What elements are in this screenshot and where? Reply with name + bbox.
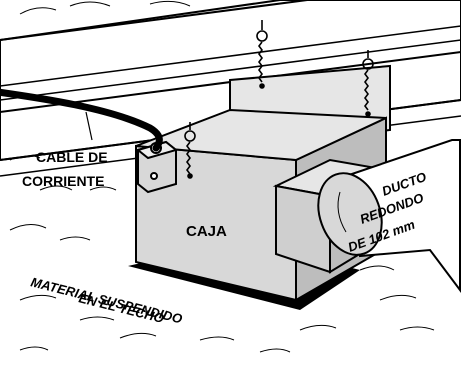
cable-label-line2: CORRIENTE <box>22 173 104 189</box>
box-label: CAJA <box>186 223 227 240</box>
junction-box-icon <box>135 140 179 194</box>
cable-label: CABLE DE CORRIENTE <box>22 149 108 189</box>
power-cable <box>0 88 163 152</box>
round-duct <box>317 139 461 293</box>
cable-label-line1: CABLE DE <box>36 149 108 165</box>
hanger-icon <box>184 20 374 179</box>
ceiling-material-label: MATERIAL SUSPENDIDO EN EL TECHO <box>29 274 184 326</box>
